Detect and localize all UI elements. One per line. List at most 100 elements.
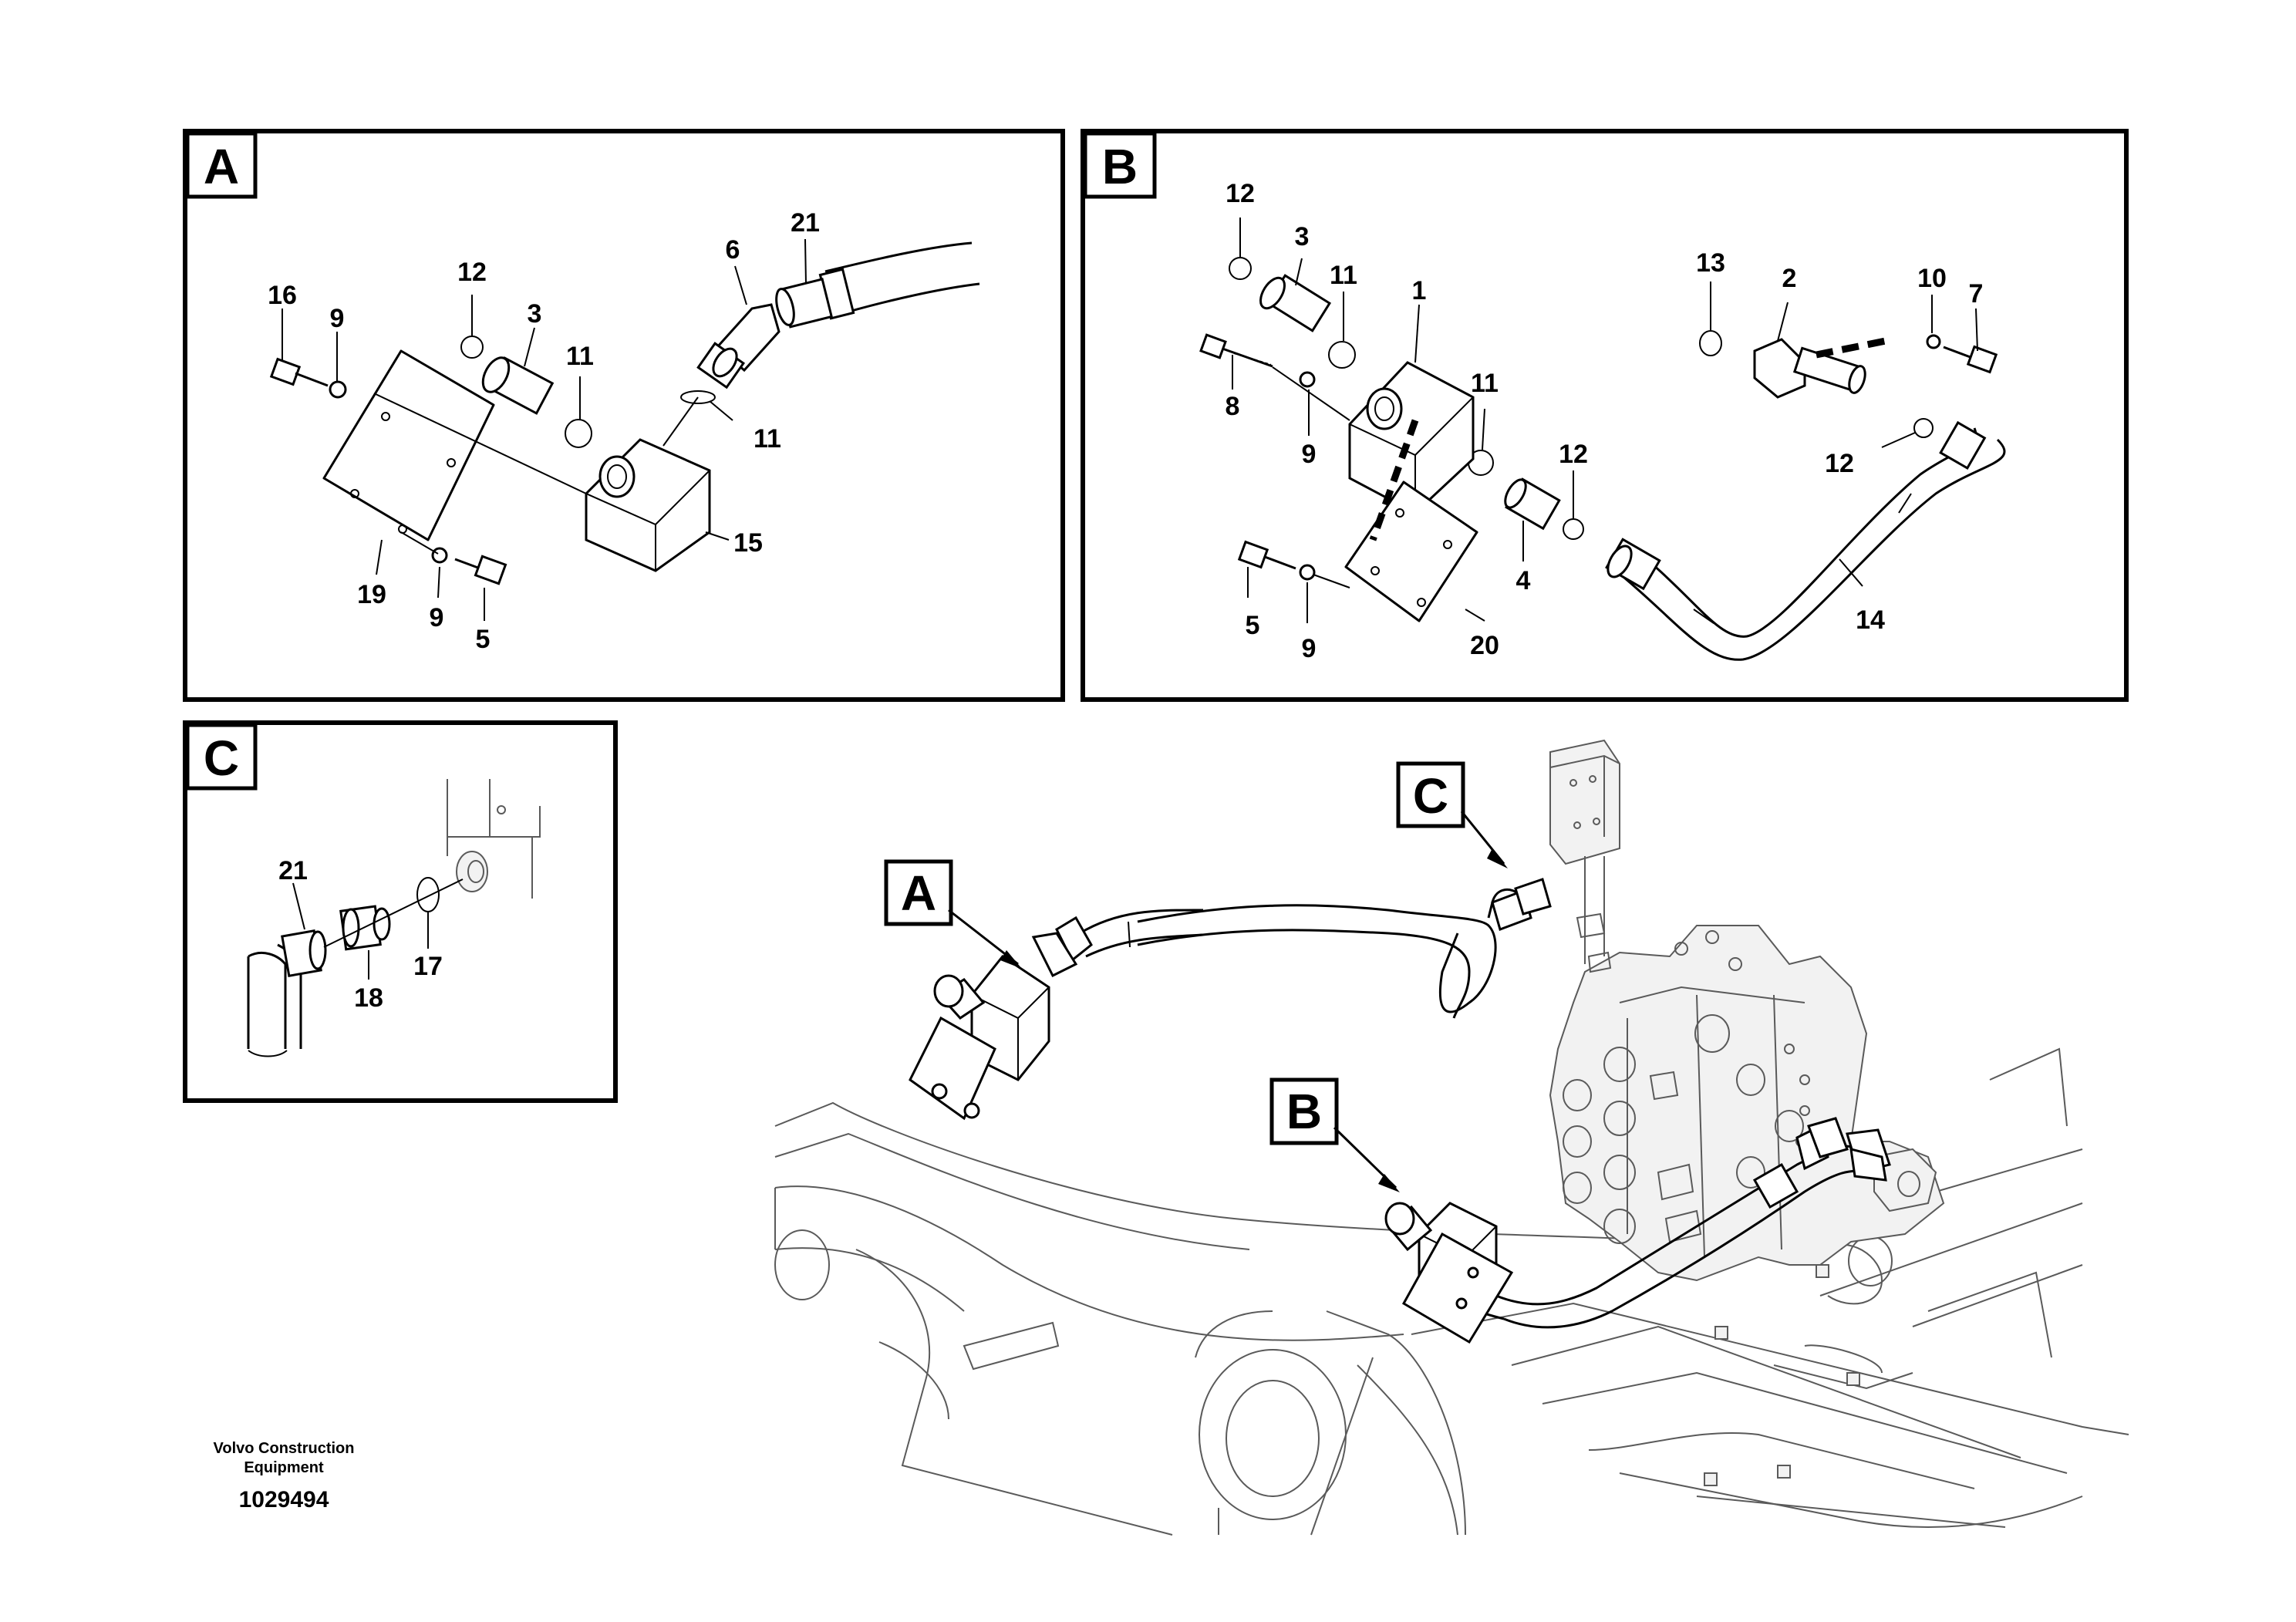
plate-19-a bbox=[322, 349, 495, 541]
callout-11-b-top: 11 bbox=[1330, 261, 1357, 290]
brand-line-1: Volvo Construction bbox=[214, 1440, 355, 1457]
document-number: 1029494 bbox=[239, 1487, 329, 1512]
leader-3-a bbox=[524, 327, 535, 367]
callout-11-a-bottom: 11 bbox=[754, 424, 781, 454]
overview-tag-c: C bbox=[1396, 761, 1508, 868]
block-15-a bbox=[585, 438, 711, 572]
leader-11b-a bbox=[709, 400, 733, 421]
callout-3-b: 3 bbox=[1295, 222, 1310, 251]
oring-17-c bbox=[416, 877, 440, 912]
brand-line-2: Equipment bbox=[244, 1459, 324, 1476]
callout-21-c: 21 bbox=[278, 856, 308, 885]
callout-2-b: 2 bbox=[1782, 264, 1797, 293]
screw-5-b bbox=[1237, 540, 1350, 588]
callout-15-a: 15 bbox=[733, 528, 763, 558]
leader-20-b bbox=[1465, 609, 1485, 622]
block-1-b bbox=[1348, 361, 1475, 514]
callout-9-a-bottom: 9 bbox=[430, 603, 444, 632]
hose-assembly-b bbox=[1384, 1117, 1891, 1344]
oring-12a-b bbox=[1229, 257, 1252, 280]
callout-12-b-right: 12 bbox=[1825, 449, 1854, 478]
callout-5-a: 5 bbox=[476, 625, 491, 654]
hose-assembly-a bbox=[909, 878, 1552, 1121]
callout-9-b-bottom: 9 bbox=[1302, 634, 1317, 663]
panel-c-frame bbox=[183, 720, 618, 1103]
leader-axis-b bbox=[1272, 366, 1350, 421]
footer: Volvo Construction Equipment 1029494 bbox=[214, 1440, 355, 1512]
leader-9b-a bbox=[437, 566, 440, 599]
adapter-4-b bbox=[1504, 477, 1561, 531]
leader-21-c bbox=[292, 882, 305, 930]
detail-panel-a: A bbox=[183, 129, 1065, 702]
callout-4-b: 4 bbox=[1516, 566, 1531, 595]
callout-11-b-mid: 11 bbox=[1471, 369, 1499, 398]
washer-10-b bbox=[1926, 334, 1941, 349]
callout-11-a-top: 11 bbox=[566, 342, 594, 371]
callout-5-b: 5 bbox=[1246, 611, 1260, 640]
callout-12-b-mid: 12 bbox=[1559, 440, 1588, 469]
overview-tag-b-letter: B bbox=[1286, 1084, 1322, 1139]
panel-a-tag-box bbox=[185, 131, 258, 199]
overview-assembly: A B C bbox=[774, 739, 2129, 1536]
adapter-18-c bbox=[339, 905, 391, 951]
callout-7-b: 7 bbox=[1969, 279, 1984, 309]
leader-7-b bbox=[1975, 308, 1978, 352]
oring-13-b bbox=[1699, 330, 1722, 356]
callout-14-b: 14 bbox=[1856, 605, 1885, 635]
flange-2-b bbox=[1753, 336, 1894, 399]
leader-elbow-a bbox=[663, 396, 699, 447]
leader-14-b bbox=[1839, 558, 1863, 587]
panel-b-frame bbox=[1081, 129, 2129, 702]
callout-3-a: 3 bbox=[528, 299, 542, 329]
valve-outline-c bbox=[447, 779, 541, 899]
callout-10-b: 10 bbox=[1917, 264, 1947, 293]
leader-15-a bbox=[705, 531, 730, 541]
callout-20-b: 20 bbox=[1470, 631, 1499, 660]
callout-1-b: 1 bbox=[1412, 276, 1427, 305]
panel-b-letter: B bbox=[1102, 139, 1138, 194]
bolt-8-b bbox=[1199, 333, 1316, 388]
leader-19-a bbox=[376, 539, 383, 575]
oring-12b-b bbox=[1563, 518, 1584, 540]
callout-12-a: 12 bbox=[457, 258, 487, 287]
leader-12c-b bbox=[1881, 432, 1916, 448]
leader-plate-a bbox=[400, 531, 439, 555]
overview-tag-a-letter: A bbox=[901, 865, 936, 921]
callout-18-c: 18 bbox=[354, 983, 383, 1013]
adapter-3-b bbox=[1259, 274, 1332, 332]
panel-b-tag-box bbox=[1083, 131, 1157, 199]
screw-16-a bbox=[269, 357, 347, 399]
screw-5-a bbox=[431, 547, 507, 585]
leader-2-b bbox=[1777, 302, 1789, 342]
callout-12-b-top: 12 bbox=[1226, 179, 1255, 208]
screw-7-b bbox=[1943, 345, 1998, 374]
hose-21-a bbox=[775, 241, 980, 329]
oring-12c-b bbox=[1913, 418, 1934, 438]
hose-21-c bbox=[247, 929, 327, 1057]
detail-panel-b: B bbox=[1081, 129, 2129, 702]
leader-1-b bbox=[1414, 304, 1420, 363]
control-valve bbox=[1549, 739, 1945, 1282]
pipe-14-b bbox=[1605, 420, 2006, 661]
plate-20-b bbox=[1344, 419, 1478, 622]
overview-tag-c-letter: C bbox=[1413, 768, 1448, 824]
panel-a-letter: A bbox=[204, 139, 239, 194]
callout-9-a-top: 9 bbox=[330, 304, 345, 333]
callout-9-b-top: 9 bbox=[1302, 440, 1317, 469]
leader-axis-c bbox=[323, 878, 464, 948]
leader-3-b bbox=[1295, 258, 1303, 286]
callout-16-a: 16 bbox=[268, 281, 297, 310]
callout-6-a: 6 bbox=[726, 235, 740, 265]
leader-21-a bbox=[804, 238, 807, 285]
leader-6-a bbox=[734, 265, 747, 305]
panel-c-tag-box bbox=[185, 723, 258, 791]
oring-12-a bbox=[460, 336, 484, 359]
callout-13-b: 13 bbox=[1696, 248, 1725, 278]
leader-11b-b bbox=[1482, 408, 1485, 450]
callout-8-b: 8 bbox=[1226, 392, 1240, 421]
panel-a-frame bbox=[183, 129, 1065, 702]
detail-panel-c: C 21 18 bbox=[183, 720, 618, 1103]
overview-tag-b: B bbox=[1269, 1077, 1400, 1192]
overview-tag-a: A bbox=[884, 859, 1022, 969]
